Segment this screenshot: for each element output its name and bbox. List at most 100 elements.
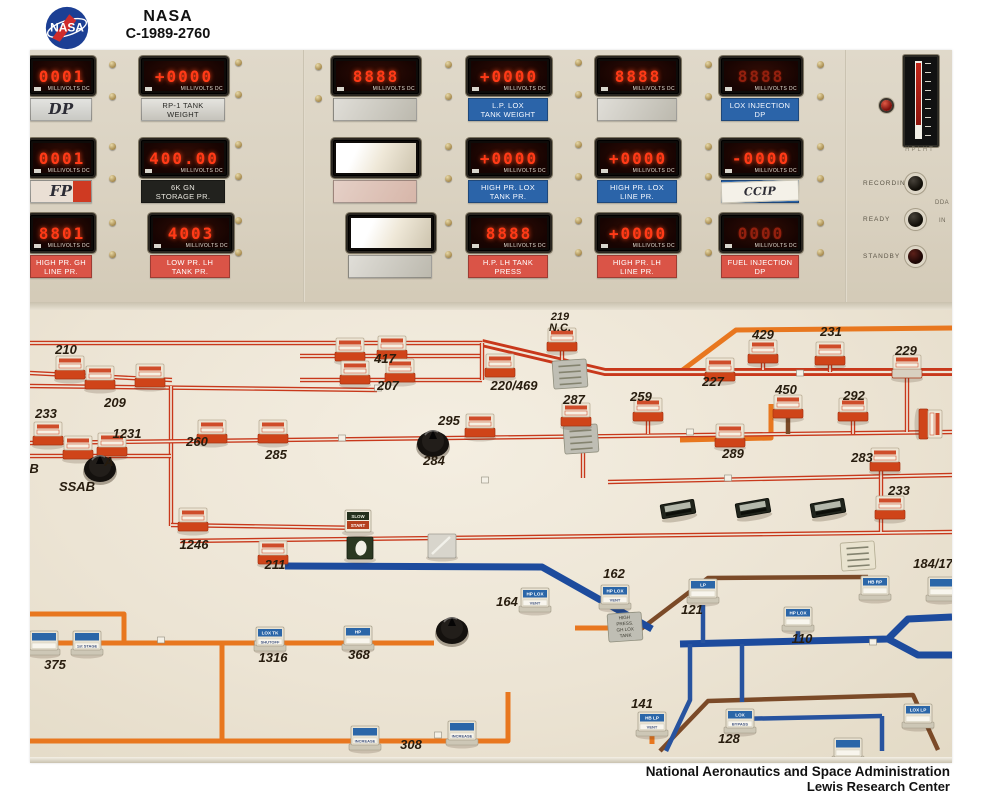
meter-label-line: LINE PR. [44,266,78,276]
board-label: 164 [496,594,518,609]
panel-screw [705,173,712,180]
photo-title: NASA C-1989-2760 [108,8,228,42]
junction-marker [796,369,804,377]
meter-label-line: FUEL INJECTION [727,257,793,267]
switch-blue-bar [640,714,664,722]
switch-shadow [661,513,698,523]
meter-label-line: LOW PR. LH [166,257,214,267]
toggle-switch-blue [30,630,61,659]
meter-label [333,180,417,203]
switch-base [84,379,116,390]
meter-unit-text: MILLIVOLTS DC [503,243,546,249]
switch-strip [261,427,285,433]
switch-cap-text: HP [355,630,361,635]
switch-blue-bar [786,609,810,617]
switch-strip [564,410,588,416]
meter-value: +0000 [479,148,539,168]
switch-sub-text: BYPASS [732,721,748,726]
switch-strip [777,397,799,402]
placard-text: GH LOX [616,626,634,632]
placard-text: TANK [619,633,632,639]
switch-strip [449,732,475,739]
knob-highlight [91,454,106,461]
panel-screw [817,219,824,226]
board-label: 220/469 [490,378,539,393]
switch-strip [66,443,90,449]
switch-strip [489,356,511,361]
nasa-logo: NASA [45,6,89,50]
meter-value-display: +0000 [600,218,676,248]
toggle-switch-red [257,540,289,569]
toggle-switch-red [344,536,376,564]
line-blue [734,713,883,722]
placard [562,423,600,455]
board-label: 308 [400,737,422,752]
board-label: 110 [792,631,813,646]
switch-cap-text: LP [700,583,706,588]
line-blue-thick [886,635,952,659]
knob-pointer [448,617,456,626]
meter-unit-text: MILLIVOLTS DC [47,168,90,174]
line-blue [663,644,693,752]
switch-strip [752,342,774,347]
placard [551,358,589,390]
meter-chip [34,169,41,173]
meter-value-display [336,143,416,173]
panel-screw [817,61,824,68]
toggle-switch-dark [809,497,848,522]
meter-chip [337,87,344,91]
switch-strip [718,431,742,437]
meter-unit-text: MILLIVOLTS DC [754,243,797,249]
line-red-core [481,341,952,374]
switch-strip [874,450,896,455]
meter-value: +0000 [608,223,668,243]
meter-value-display: 8888 [471,218,547,248]
switch-strip [89,368,111,373]
meter-label-line: DP [754,109,766,119]
board-label: 1231 [113,426,142,441]
panel-screw [575,91,582,98]
panel-screw [705,143,712,150]
meter-label-line: L.P. LOX [492,100,524,110]
toggle-switch-blue: HP [341,625,375,654]
switch-strip [181,515,205,521]
vertical-meter [903,55,939,147]
switch-strip [37,424,59,429]
placard-text-line [569,435,592,439]
switch-strip [468,421,492,427]
panel-screw [315,95,322,102]
meter-value: 400.00 [149,148,219,168]
board-label: 285 [264,447,287,462]
switch-blue-bar [728,711,752,719]
switch-strip [182,510,204,515]
placard-text-line [847,558,870,562]
board-label: 259 [629,389,652,404]
switch-strip [345,637,371,644]
switch-strip [639,723,665,730]
switch-blue-bar [863,578,887,586]
placard-text-line [846,552,869,556]
switch-strip [637,400,659,405]
switch-strip [352,737,378,744]
board-label: 229 [894,343,917,358]
switch-base [814,355,846,366]
switch-base [257,433,289,444]
switch-strip [895,362,919,368]
switch-strip [776,402,800,408]
toggle-switch-red [874,495,906,524]
panel-screw [817,249,824,256]
toggle-switch-red [837,397,869,426]
meter-value: 0001 [38,148,86,168]
switch-blue-bar [906,706,930,714]
switch-strip [488,361,512,367]
switch-cap-text: SLOW [351,514,365,519]
switch-red-bar [347,521,369,529]
